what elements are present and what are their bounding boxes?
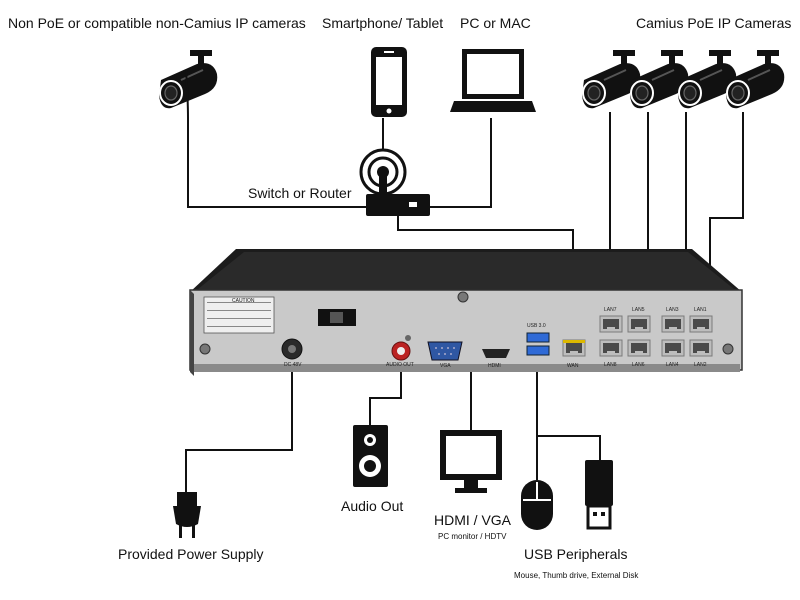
- lan8-label: LAN8: [604, 362, 617, 368]
- usb-peripherals-label: USB Peripherals: [524, 546, 628, 562]
- caution-label: CAUTION: [232, 298, 255, 304]
- poe-cameras-label: Camius PoE IP Cameras: [636, 15, 792, 31]
- nvr-recorder: [189, 249, 743, 376]
- monitor-icon: [440, 430, 502, 493]
- lan6-label: LAN6: [632, 362, 645, 368]
- smartphone-icon: [371, 47, 407, 117]
- audio-out-port-label: AUDIO OUT: [386, 362, 414, 368]
- usb-port-label: USB 3.0: [527, 323, 546, 329]
- power-plug-icon: [173, 492, 201, 538]
- lan4-label: LAN4: [666, 362, 679, 368]
- pc-mac-label: PC or MAC: [460, 15, 531, 31]
- hdmi-vga-label: HDMI / VGA: [434, 512, 512, 528]
- smartphone-label: Smartphone/ Tablet: [322, 15, 444, 31]
- power-supply-label: Provided Power Supply: [118, 546, 264, 562]
- lan7-label: LAN7: [604, 307, 617, 313]
- switch-router-label: Switch or Router: [248, 185, 352, 201]
- laptop-icon: [450, 49, 536, 112]
- lan1-label: LAN1: [694, 307, 707, 313]
- hdmi-port-label: HDMI: [488, 363, 501, 369]
- lan5-label: LAN5: [632, 307, 645, 313]
- lan3-label: LAN3: [666, 307, 679, 313]
- mouse-icon: [521, 480, 553, 530]
- non-poe-cameras-label: Non PoE or compatible non-Camius IP came…: [8, 15, 306, 31]
- wan-port-label: WAN: [567, 363, 579, 369]
- usb-peripherals-sublabel: Mouse, Thumb drive, External Disk: [514, 571, 639, 580]
- poe-camera: [725, 49, 786, 110]
- lan2-label: LAN2: [694, 362, 707, 368]
- dc-in-label: DC 48V: [284, 362, 302, 368]
- vga-port-label: VGA: [440, 363, 451, 369]
- hdmi-vga-sublabel: PC monitor / HDTV: [438, 532, 507, 541]
- router-icon: [359, 148, 430, 216]
- usb-drive-icon: [585, 460, 613, 530]
- speaker-icon: [353, 425, 388, 487]
- audio-out-label: Audio Out: [341, 498, 404, 514]
